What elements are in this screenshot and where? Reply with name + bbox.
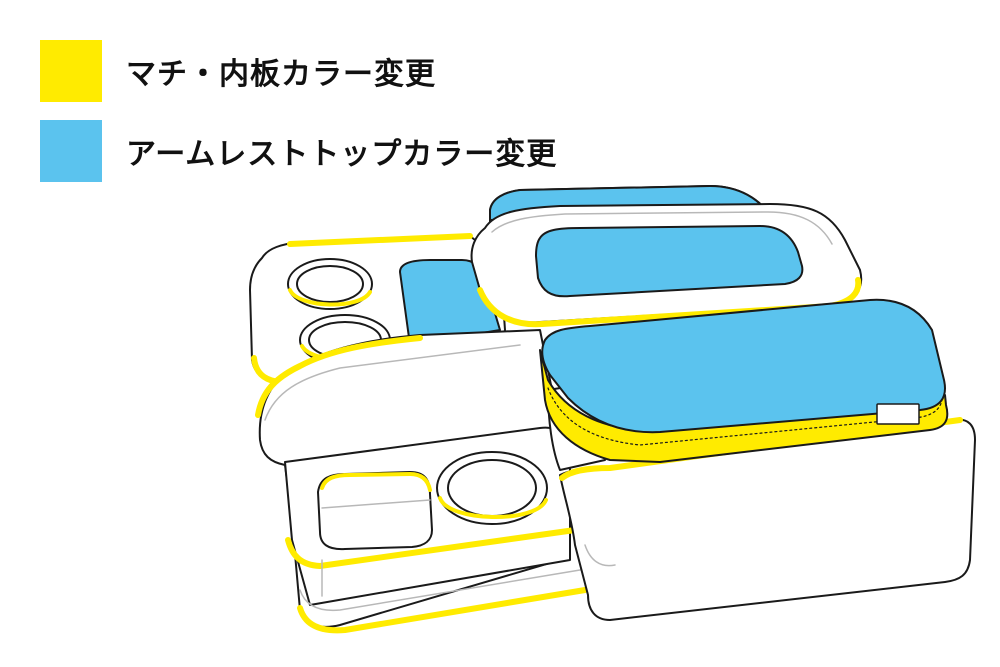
- front-tray-trim-mid: [285, 527, 578, 569]
- front-armrest-tag: [876, 403, 920, 425]
- lid-armrest-top: [535, 225, 804, 298]
- legend-item-armrest-top: アームレストトップカラー変更: [40, 120, 557, 182]
- lid-frame-trim: [477, 277, 862, 328]
- front-card-slot: [317, 471, 433, 597]
- legend-label-armrest-top: アームレストトップカラー変更: [126, 137, 558, 172]
- front-tray-trim-bottom: [297, 587, 588, 634]
- front-base-trim-left: [255, 335, 423, 418]
- legend-label-side-panel: マチ・内板カラー変更: [126, 57, 436, 92]
- front-armrest-stitch: [547, 387, 943, 446]
- front-armrest-top: [541, 298, 946, 434]
- legend-swatch-blue: [40, 120, 102, 182]
- back-cup-holder-1: [287, 258, 373, 310]
- right-panel-trim: [559, 417, 963, 481]
- legend-item-side-panel: マチ・内板カラー変更: [40, 40, 436, 102]
- front-armrest-side: [539, 349, 949, 463]
- back-unit-trim-top: [287, 233, 473, 247]
- legend-swatch-yellow: [40, 40, 102, 102]
- front-cup-holder: [436, 451, 548, 525]
